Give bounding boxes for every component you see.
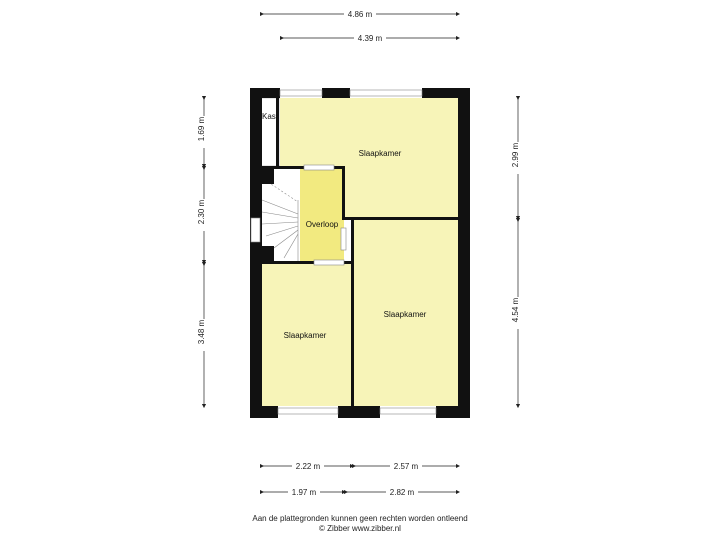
dim-bottom-right-1: 2.57 m	[394, 462, 419, 471]
wall-kast-side	[276, 98, 279, 166]
label-slaapkamer-right: Slaapkamer	[384, 310, 427, 319]
wall-outer-right	[458, 88, 470, 418]
window-bottom-2	[379, 407, 437, 415]
room-slaapkamer-left	[262, 264, 352, 406]
dim-left-bottom: 3.48 m	[197, 319, 206, 344]
dimension-labels: 4.86 m 4.39 m 2.22 m 2.57 m 1.97 m 2.82 …	[197, 9, 523, 497]
door-left-room	[313, 259, 345, 266]
label-slaapkamer-top: Slaapkamer	[359, 149, 402, 158]
wall-bottom-mid	[338, 406, 380, 418]
room-fills	[259, 97, 458, 406]
wall-top-right	[422, 88, 470, 98]
dim-left-mid: 2.30 m	[197, 199, 206, 224]
walls	[250, 88, 470, 418]
window-top-2	[349, 89, 423, 97]
wall-bottom-left	[250, 406, 278, 418]
wall-outer-left	[250, 88, 262, 418]
label-overloop: Overloop	[306, 220, 339, 229]
wall-top-left	[250, 88, 280, 98]
dim-top-inner: 4.39 m	[358, 34, 383, 43]
dim-bottom-left-2: 1.97 m	[292, 488, 317, 497]
wall-left-room-top	[262, 261, 352, 264]
wall-top-room-bottom	[342, 217, 458, 220]
stair-corner-bottom	[262, 246, 274, 262]
wall-bottom-right	[436, 406, 470, 418]
room-overloop	[300, 168, 344, 262]
stair-corner-top	[262, 168, 274, 184]
stairs	[261, 181, 299, 262]
footer-disclaimer: Aan de plattegronden kunnen geen rechten…	[252, 514, 468, 523]
window-top-1	[279, 89, 323, 97]
dim-left-top: 1.69 m	[197, 116, 206, 141]
label-slaapkamer-left: Slaapkamer	[284, 331, 327, 340]
window-left	[250, 217, 261, 243]
dim-top-outer: 4.86 m	[348, 10, 373, 19]
dim-right-top: 2.99 m	[511, 142, 520, 167]
room-labels: Kast Slaapkamer Overloop Slaapkamer Slaa…	[262, 112, 427, 340]
windows	[250, 89, 437, 415]
door-overloop-top	[303, 164, 335, 171]
dim-bottom-left-1: 2.22 m	[296, 462, 321, 471]
dim-bottom-right-2: 2.82 m	[390, 488, 415, 497]
wall-top-mid	[322, 88, 350, 98]
window-bottom-1	[277, 407, 339, 415]
dim-right-bottom: 4.54 m	[511, 297, 520, 322]
wall-overloop-right	[342, 166, 345, 220]
wall-mid-vertical	[351, 220, 354, 406]
wall-overloop-top	[262, 166, 344, 169]
room-slaapkamer-right	[354, 220, 458, 406]
door-overloop-right	[340, 227, 347, 251]
footer-credit: © Zibber www.zibber.nl	[319, 524, 401, 533]
label-kast: Kast	[262, 112, 279, 121]
